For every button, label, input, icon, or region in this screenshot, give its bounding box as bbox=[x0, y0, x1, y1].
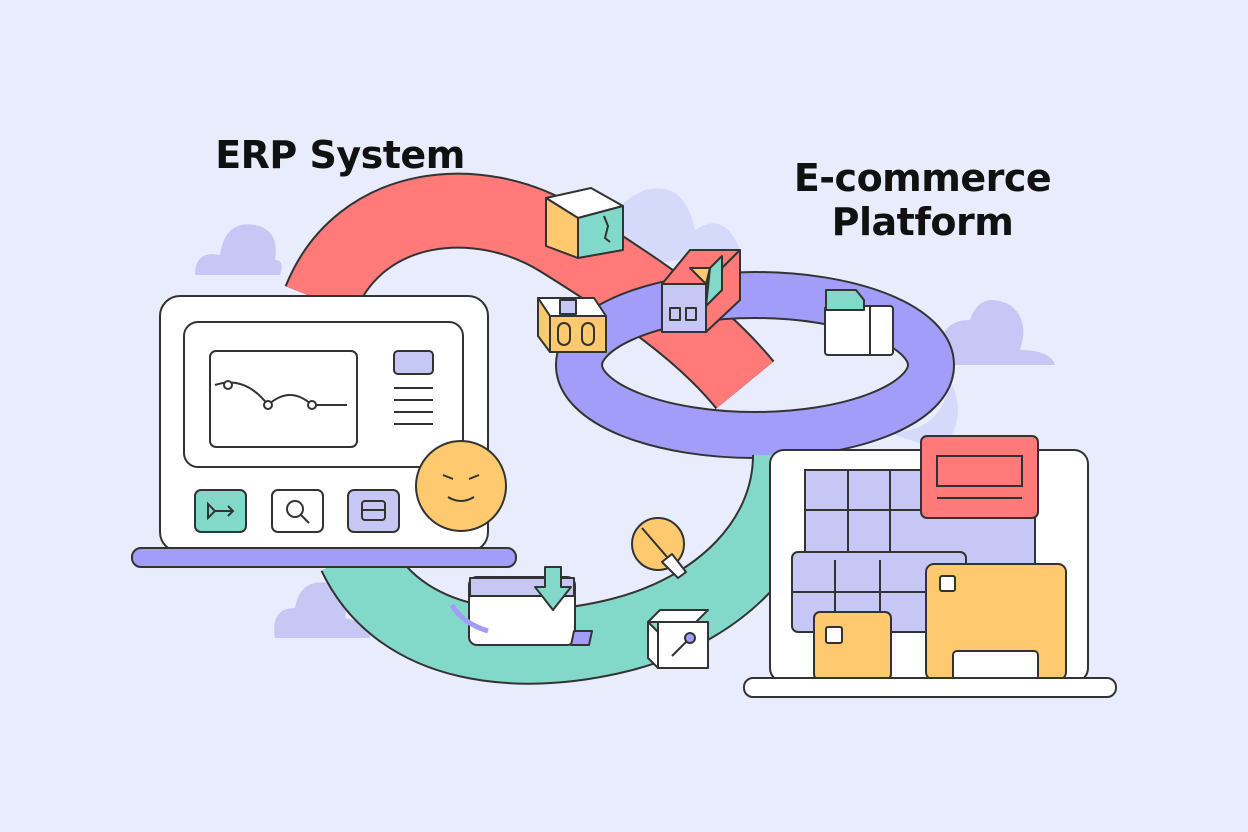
ecommerce-label-line1: E-commerce bbox=[793, 156, 1052, 200]
ecommerce-label-line2: Platform bbox=[831, 200, 1014, 244]
wrench-badge-icon bbox=[631, 517, 687, 579]
ecommerce-platform-label: E-commerce Platform bbox=[770, 156, 1075, 244]
smiley-face-icon bbox=[415, 440, 507, 532]
data-cube-icon bbox=[661, 249, 741, 333]
key-cube-icon bbox=[647, 609, 709, 669]
data-cube-icon bbox=[537, 297, 607, 353]
erp-system-label: ERP System bbox=[215, 133, 465, 177]
ecommerce-laptop bbox=[743, 435, 1117, 698]
document-icon bbox=[824, 289, 894, 356]
download-window-icon bbox=[449, 566, 593, 646]
erp-laptop bbox=[131, 295, 517, 568]
search-button[interactable] bbox=[271, 489, 324, 533]
product-card-red[interactable] bbox=[920, 435, 1039, 519]
data-cube-icon bbox=[545, 187, 624, 259]
product-card-small[interactable] bbox=[813, 611, 892, 681]
